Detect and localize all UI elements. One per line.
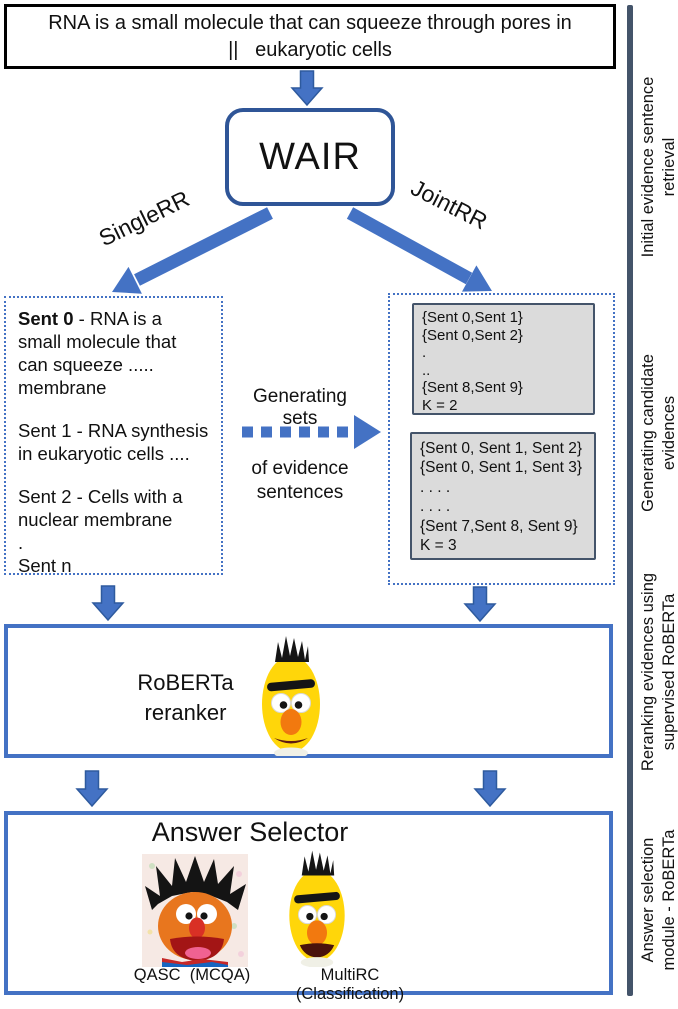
k3-line: {Sent 0, Sent 1, Sent 3} (420, 459, 583, 477)
k3-line: . . . . (420, 498, 451, 516)
k2-line: . (422, 344, 427, 362)
stage-label-answer-selection: Answer selection module - RoBERTa (639, 829, 678, 971)
sent1-paragraph: Sent 1 - RNA synthesis in eukaryotic cel… (18, 420, 209, 464)
reranker-label: RoBERTa reranker (108, 668, 263, 728)
k2-count: K = 2 (422, 396, 458, 414)
down-arrow-question-to-wair (290, 70, 324, 107)
k3-line: . . . . (420, 478, 451, 496)
reranker-line-2: reranker (144, 700, 227, 725)
question-line-1: RNA is a small molecule that can squeeze… (48, 12, 572, 34)
k2-line: .. (422, 361, 431, 379)
jointrr-label: JointRR (406, 174, 492, 235)
generating-sets-label-top: Generating sets (252, 386, 347, 429)
down-arrow-right-to-reranker (463, 586, 497, 623)
sent2-paragraph: Sent 2 - Cells with a nuclear membrane (18, 486, 183, 530)
sent0-paragraph: Sent 0 - RNA is a small molecule that ca… (18, 307, 209, 399)
stage-bracket-bar (627, 5, 633, 996)
k2-line: {Sent 8,Sent 9} (422, 379, 523, 397)
generating-sets-label-bottom: of evidence sentences (240, 457, 360, 505)
stage-label-initial-retrieval: Initial evidence sentence retrieval (639, 76, 678, 258)
question-box: RNA is a small molecule that can squeeze… (4, 4, 616, 69)
qasc-task-label: QASC (MCQA) (133, 966, 251, 984)
ellipsis-dot: . (18, 532, 24, 553)
down-arrow-left-to-reranker (91, 585, 125, 622)
question-line-2: || eukaryotic cells (228, 39, 392, 61)
bert-muppet-image (262, 636, 320, 756)
sent-n: Sent n (18, 555, 72, 576)
reranker-line-1: RoBERTa (137, 670, 234, 695)
singlerr-label: SingleRR (94, 185, 194, 252)
sent0-text: - RNA is a small molecule that can squee… (18, 308, 177, 398)
down-arrow-left-to-answer (75, 770, 109, 808)
stage-label-generating-candidates: Generating candidate evidences (639, 354, 678, 512)
sentences-line: sentences (256, 482, 344, 503)
k2-sets-box: {Sent 0,Sent 1} {Sent 0,Sent 2} . .. {Se… (412, 303, 595, 415)
wair-label: WAIR (259, 135, 361, 178)
k3-line: {Sent 0, Sent 1, Sent 2} (420, 440, 583, 457)
stage-label-reranking: Reranking evidences using supervised RoB… (639, 572, 678, 772)
multirc-task-label: MultiRC (Classification) (295, 966, 405, 1003)
k2-line: {Sent 0,Sent 2} (422, 326, 523, 344)
single-sentences-box: Sent 0 - RNA is a small molecule that ca… (4, 296, 223, 576)
sent0-label: Sent 0 (18, 308, 74, 329)
answer-selector-title: Answer Selector (151, 817, 349, 847)
k3-line: {Sent 7,Sent 8, Sent 9} (420, 517, 578, 535)
k3-sets-box: {Sent 0, Sent 1, Sent 2} {Sent 0, Sent 1… (410, 432, 596, 560)
wair-box: WAIR (225, 108, 395, 206)
down-arrow-right-to-answer (473, 770, 507, 808)
ernie-muppet-image (142, 854, 248, 967)
k2-line: {Sent 0,Sent 1} (422, 309, 523, 326)
of-evidence-line: of evidence (251, 458, 349, 479)
bert-muppet-image (289, 850, 345, 967)
k3-count: K = 3 (420, 537, 457, 555)
